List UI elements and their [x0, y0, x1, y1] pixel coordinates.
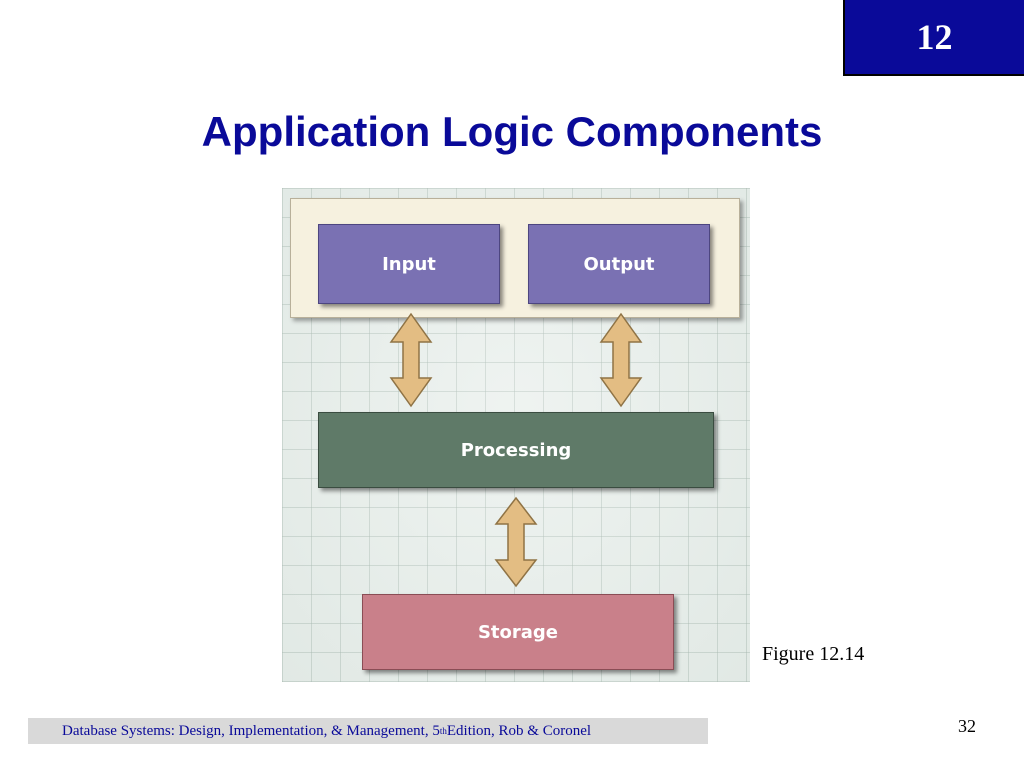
footer-text: Database Systems: Design, Implementation… [62, 722, 440, 739]
footer-text-end: Edition, Rob & Coronel [446, 722, 592, 739]
processing-box: Processing [318, 412, 714, 488]
input-processing-arrow [389, 312, 433, 408]
slide-title: Application Logic Components [201, 108, 823, 155]
figure-caption: Figure 12.14 [762, 643, 865, 665]
processing-label: Processing [460, 439, 572, 461]
output-box: Output [528, 224, 710, 304]
chapter-number: 12 [916, 17, 953, 57]
page-number: 32 [958, 716, 976, 736]
storage-box: Storage [362, 594, 674, 670]
footer-bar: Database Systems: Design, Implementation… [28, 718, 708, 744]
output-processing-arrow [599, 312, 643, 408]
input-box: Input [318, 224, 500, 304]
processing-storage-arrow [494, 496, 538, 588]
storage-label: Storage [477, 621, 559, 643]
input-label: Input [382, 253, 436, 275]
output-label: Output [583, 253, 655, 275]
application-logic-diagram: Input Output Processing Storage [282, 188, 750, 682]
chapter-badge: 12 [843, 0, 1024, 76]
footer-superscript: th [439, 726, 447, 736]
